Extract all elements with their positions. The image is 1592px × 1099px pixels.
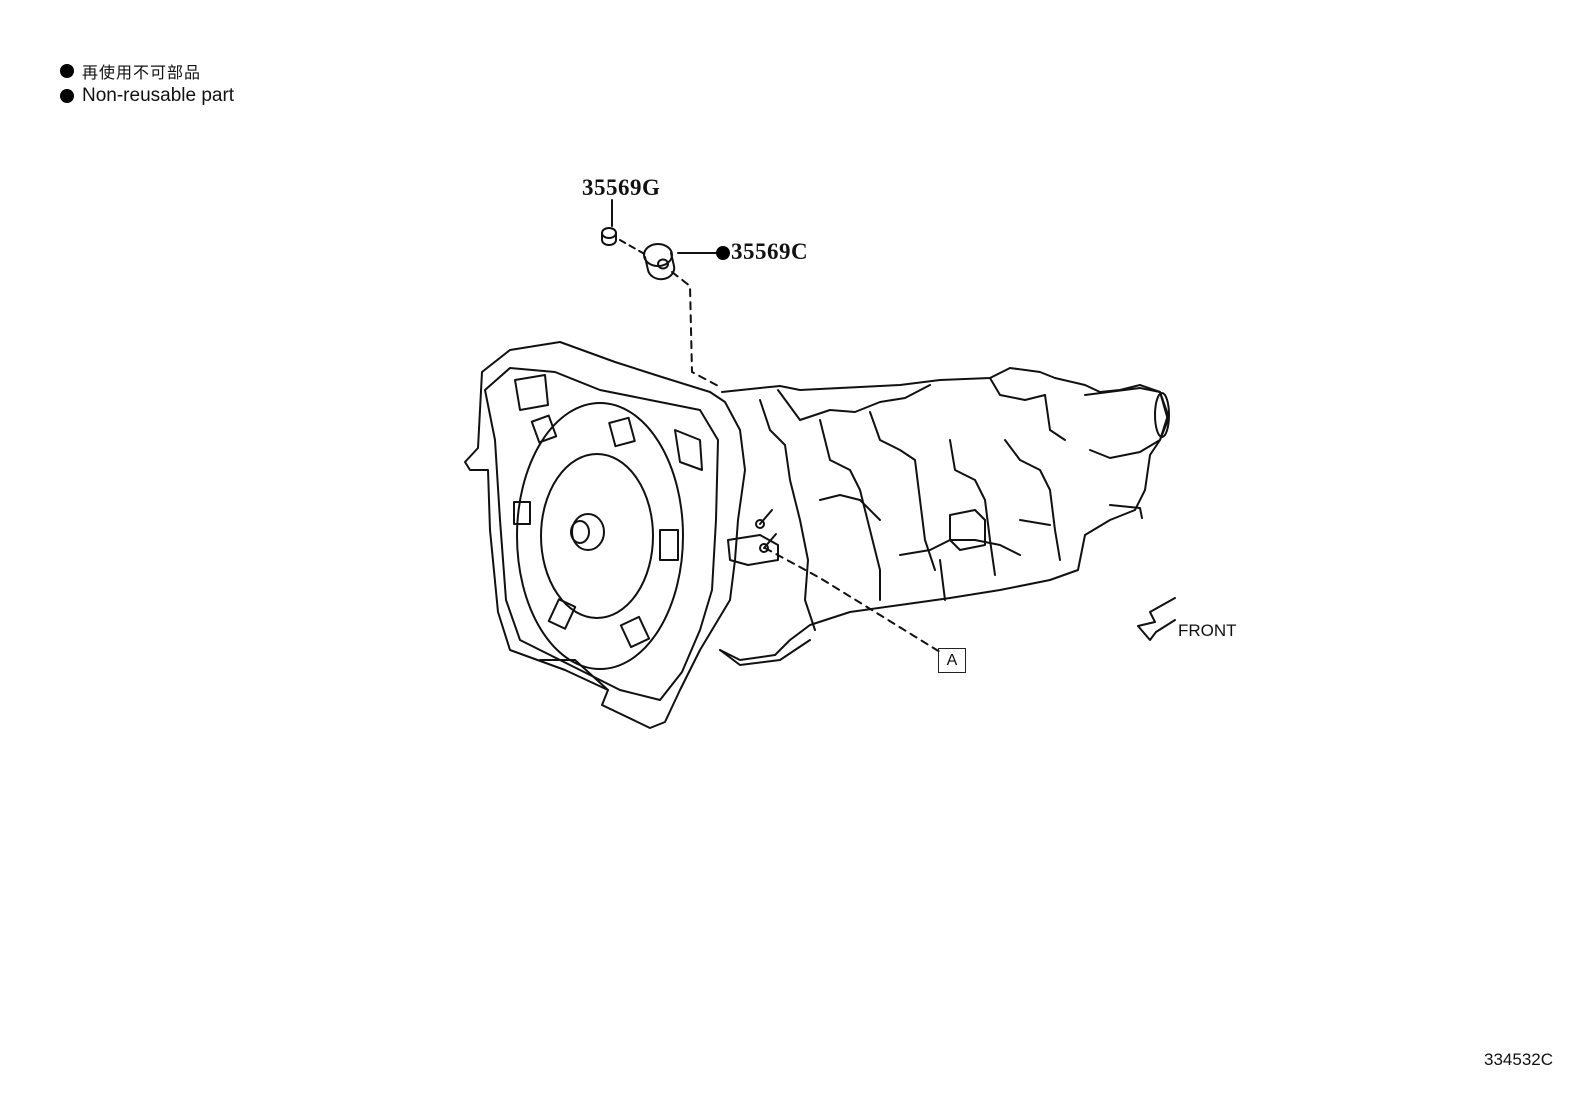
part-label-plug: 35569G — [582, 175, 661, 200]
reference-marker-box: A — [938, 648, 966, 673]
transmission-body — [464, 341, 1170, 729]
legend-japanese-text: 再使用不可部品 — [82, 62, 202, 82]
front-arrow-icon — [1137, 597, 1176, 641]
non-reusable-dot-icon — [60, 63, 74, 78]
gasket-part-icon — [643, 243, 676, 281]
legend-row-english: Non-reusable part — [60, 83, 234, 108]
non-reusable-dot-icon — [716, 246, 730, 260]
part-label-gasket: 35569C — [731, 239, 809, 264]
plug-part-icon — [601, 227, 617, 246]
legend-english-text: Non-reusable part — [82, 84, 235, 106]
legend-row-japanese: 再使用不可部品 — [60, 58, 234, 83]
non-reusable-dot-icon — [60, 88, 74, 103]
legend: 再使用不可部品 Non-reusable part — [60, 58, 234, 108]
front-direction-label: FRONT — [1178, 621, 1237, 640]
diagram-number: 334532C — [1484, 1050, 1554, 1069]
